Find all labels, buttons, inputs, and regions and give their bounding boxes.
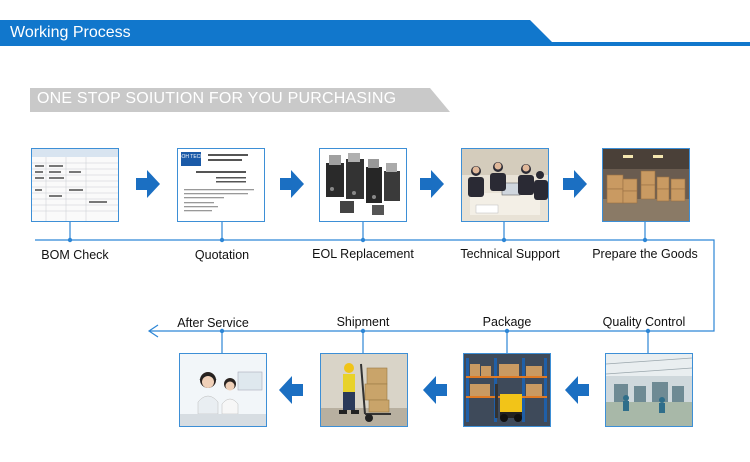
page-title: Working Process: [10, 24, 131, 41]
bom-check-image: [31, 148, 119, 222]
quotation-logo: SOH TECH: [178, 154, 204, 160]
arrow-right-icon: [420, 170, 444, 198]
step-label-quotation: Quotation: [194, 248, 250, 262]
step-label-quality-control: Quality Control: [602, 315, 686, 329]
arrow-left-icon: [565, 376, 589, 404]
quotation-image: SOH TECH: [177, 148, 265, 222]
step-label-prepare-goods: Prepare the Goods: [592, 247, 698, 261]
arrow-right-icon: [563, 170, 587, 198]
step-label-technical-support: Technical Support: [460, 247, 560, 261]
step-label-shipment: Shipment: [336, 315, 390, 329]
arrow-left-icon: [423, 376, 447, 404]
subtitle-banner: [30, 88, 450, 112]
shipment-image: [320, 353, 408, 427]
quality-control-image: [605, 353, 693, 427]
arrow-left-icon: [279, 376, 303, 404]
step-label-bom-check: BOM Check: [41, 248, 109, 262]
technical-support-image: [461, 148, 549, 222]
step-label-eol-replacement: EOL Replacement: [312, 247, 414, 261]
after-service-image: [179, 353, 267, 427]
package-image: [463, 353, 551, 427]
arrow-right-icon: [280, 170, 304, 198]
step-label-after-service: After Service: [177, 316, 249, 330]
eol-replacement-image: [319, 148, 407, 222]
header-bar: [0, 20, 750, 46]
arrow-right-icon: [136, 170, 160, 198]
step-label-package: Package: [482, 315, 532, 329]
prepare-goods-image: [602, 148, 690, 222]
subtitle-text: ONE STOP SOIUTION FOR YOU PURCHASING: [37, 90, 397, 107]
